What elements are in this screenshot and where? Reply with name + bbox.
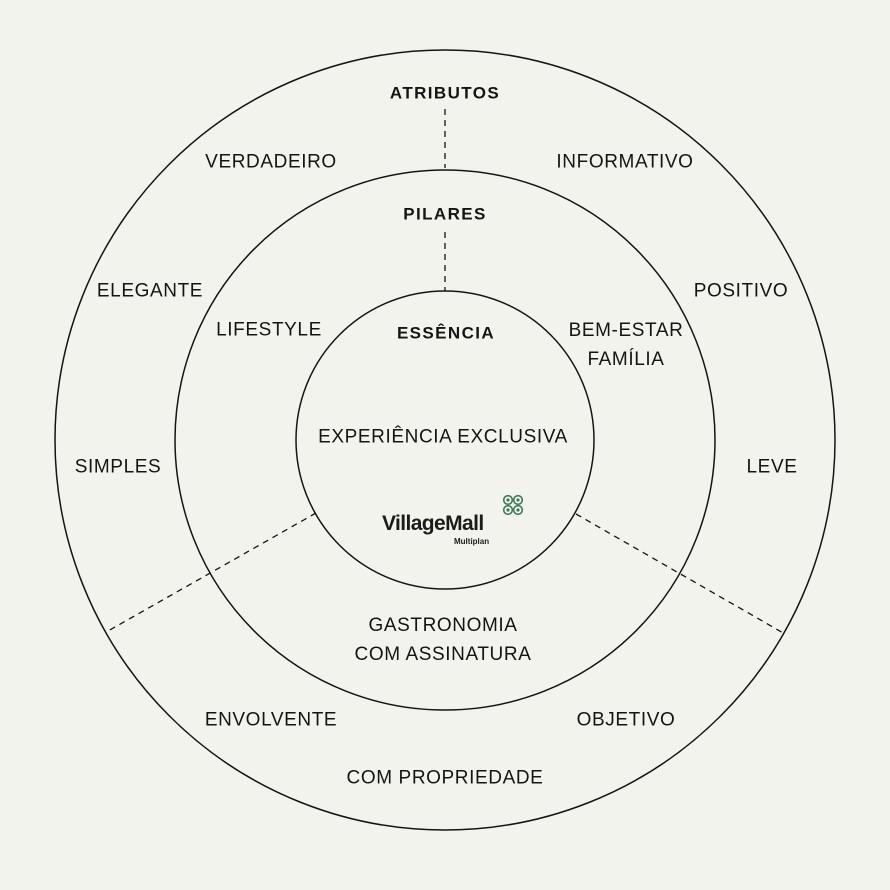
attribute-objetivo: OBJETIVO	[576, 709, 676, 731]
clover-logo-icon	[502, 494, 524, 516]
attribute-com-propriedade: COM PROPRIEDADE	[346, 767, 544, 789]
outer-circle	[54, 49, 836, 831]
attribute-envolvente: ENVOLVENTE	[204, 709, 338, 731]
divider-right	[575, 513, 786, 635]
attribute-leve: LEVE	[746, 456, 798, 478]
attribute-informativo: INFORMATIVO	[556, 151, 694, 173]
logo-subtitle: Multiplan	[454, 537, 490, 546]
attribute-elegante: ELEGANTE	[96, 280, 204, 302]
essencia-heading: ESSÊNCIA	[396, 323, 496, 343]
attribute-verdadeiro: VERDADEIRO	[205, 151, 337, 173]
middle-circle	[174, 169, 716, 711]
essence-text: EXPERIÊNCIA EXCLUSIVA	[318, 426, 568, 448]
villagemall-logo: VillageMall Multiplan	[382, 494, 532, 550]
atributos-heading: ATRIBUTOS	[389, 83, 501, 103]
pillar-bem-estar-familia: BEM-ESTAR FAMÍLIA	[568, 320, 684, 370]
divider-left	[107, 512, 317, 632]
pillar-gastronomia: GASTRONOMIA COM ASSINATURA	[354, 615, 532, 665]
attribute-positivo: POSITIVO	[693, 280, 789, 302]
logo-wordmark: VillageMall	[382, 512, 484, 535]
pilares-heading: PILARES	[403, 204, 487, 224]
attribute-simples: SIMPLES	[74, 456, 162, 478]
pillar-lifestyle: LIFESTYLE	[216, 319, 322, 341]
